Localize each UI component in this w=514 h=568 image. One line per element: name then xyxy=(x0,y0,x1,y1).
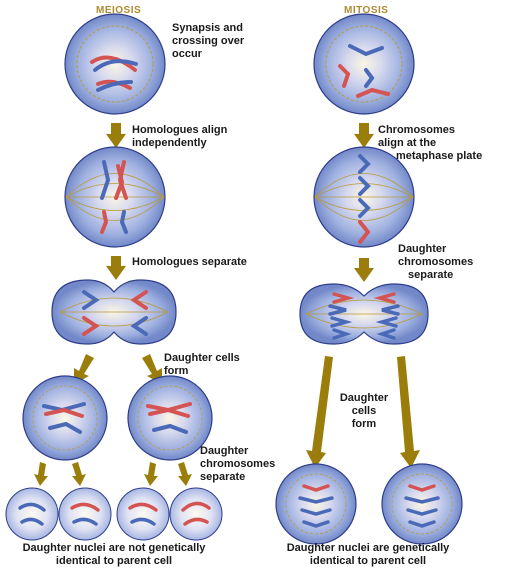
label-mitosis-conclusion: Daughter nuclei are genetically identica… xyxy=(286,542,450,567)
arrow-mitosis-1 xyxy=(354,123,374,148)
label-chromosomes-align: Chromosomes align at the metaphase plate xyxy=(378,124,483,162)
arrow-mitosis-3b xyxy=(397,356,420,468)
meiosis-nucleus-3 xyxy=(116,487,170,541)
arrow-meiosis-4d xyxy=(178,462,192,486)
meiosis-cell-align xyxy=(64,146,166,248)
label-mitosis-daughter-chromosomes: Daughter chromosomes separate xyxy=(398,243,474,281)
arrow-meiosis-1 xyxy=(106,123,126,148)
arrow-mitosis-2 xyxy=(354,258,374,282)
meiosis-nucleus-2 xyxy=(58,487,112,541)
mitosis-daughter-cell-right xyxy=(381,463,463,545)
label-homologues-separate: Homologues separate xyxy=(132,256,247,268)
arrow-mitosis-3a xyxy=(306,356,333,468)
arrow-meiosis-4c xyxy=(144,462,158,486)
label-meiosis-daughter-chromosomes: Daughter chromosomes separate xyxy=(200,445,276,483)
arrow-meiosis-4b xyxy=(72,462,86,486)
label-synapsis: Synapsis and crossing over occur xyxy=(172,22,245,60)
mitosis-title: MITOSIS xyxy=(344,5,389,16)
mitosis-cell-start xyxy=(313,13,415,115)
mitosis-daughter-cell-left xyxy=(275,463,357,545)
label-mitosis-daughter-cells-form: Daughter cells form xyxy=(339,392,389,430)
meiosis-nucleus-4 xyxy=(169,487,223,541)
meiosis-cell-separate xyxy=(51,279,177,345)
arrow-meiosis-2 xyxy=(106,256,126,280)
meiosis-daughter-cell-right xyxy=(127,375,213,461)
mitosis-cell-metaphase xyxy=(313,146,415,248)
label-meiosis-daughter-cells-form: Daughter cells form xyxy=(164,352,240,377)
label-meiosis-conclusion: Daughter nuclei are not genetically iden… xyxy=(22,542,206,567)
meiosis-cell-synapsis xyxy=(64,13,166,115)
arrow-meiosis-4a xyxy=(34,462,48,486)
meiosis-nucleus-1 xyxy=(5,487,59,541)
arrow-meiosis-3b xyxy=(142,354,162,384)
mitosis-cell-anaphase xyxy=(299,283,429,345)
meiosis-title: MEIOSIS xyxy=(96,5,142,16)
label-homologues-align: Homologues align independently xyxy=(132,124,228,149)
meiosis-daughter-cell-left xyxy=(22,375,108,461)
arrow-meiosis-3a xyxy=(74,354,94,384)
